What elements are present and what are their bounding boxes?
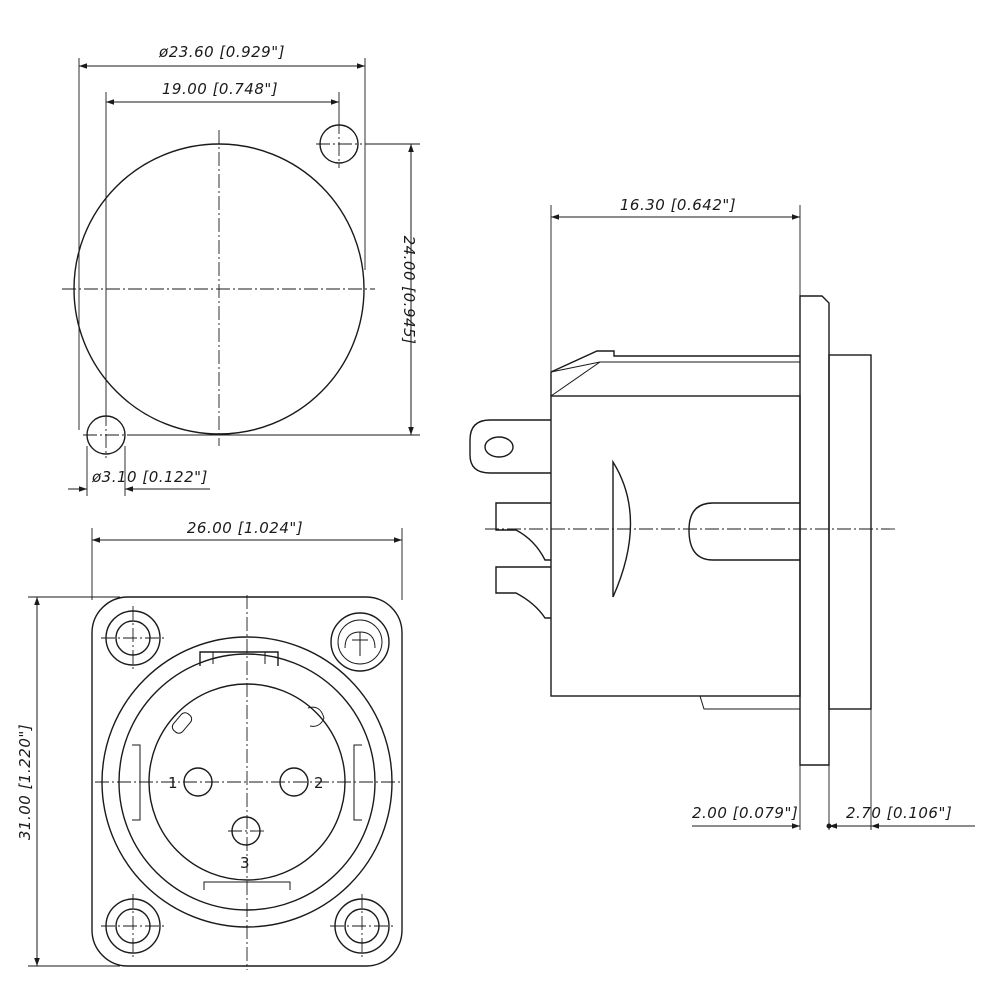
front-protrusion — [828, 354, 872, 710]
side-flange — [799, 295, 830, 766]
body-height-label: 31.00 [1.220"] — [16, 724, 34, 840]
solder-tab-bottom — [495, 566, 551, 619]
solder-tab-top — [469, 419, 551, 474]
body-width-label: 26.00 [1.024"] — [187, 519, 303, 537]
internal-contact — [688, 502, 800, 561]
depth-label: 16.30 [0.642"] — [620, 196, 736, 214]
pin-3-label: 3 — [240, 854, 250, 872]
brand-logo-icon — [330, 612, 390, 672]
pin-2-label: 2 — [314, 774, 324, 792]
panel-cutout-view: ø23.60 [0.929"] 19.00 [0.748"] 24.00 [0.… — [62, 43, 420, 496]
flange-diameter-label: ø23.60 [0.929"] — [158, 43, 285, 61]
latch-top — [199, 651, 279, 666]
panel-cut-height-label: 24.00 [0.945] — [400, 236, 418, 345]
mount-hole-diameter-label: ø3.10 [0.122"] — [91, 468, 208, 486]
flange-thickness-label: 2.00 [0.079"] — [692, 804, 798, 822]
side-body — [550, 395, 801, 697]
latch-ramp — [550, 350, 800, 373]
front-protrusion-label: 2.70 [0.106"] — [846, 804, 952, 822]
pin-1-label: 1 — [168, 774, 178, 792]
hole-spacing-label: 19.00 [0.748"] — [162, 80, 278, 98]
latch-crescent — [612, 459, 632, 598]
connector-side-view: 16.30 [0.642"] 2.00 [0.079"] 2.70 [0.106… — [469, 196, 975, 830]
connector-front-view: 1 2 3 26.00 [1.024"] 31.00 [1.220"] — [16, 519, 403, 970]
solder-tab-middle — [495, 502, 551, 561]
